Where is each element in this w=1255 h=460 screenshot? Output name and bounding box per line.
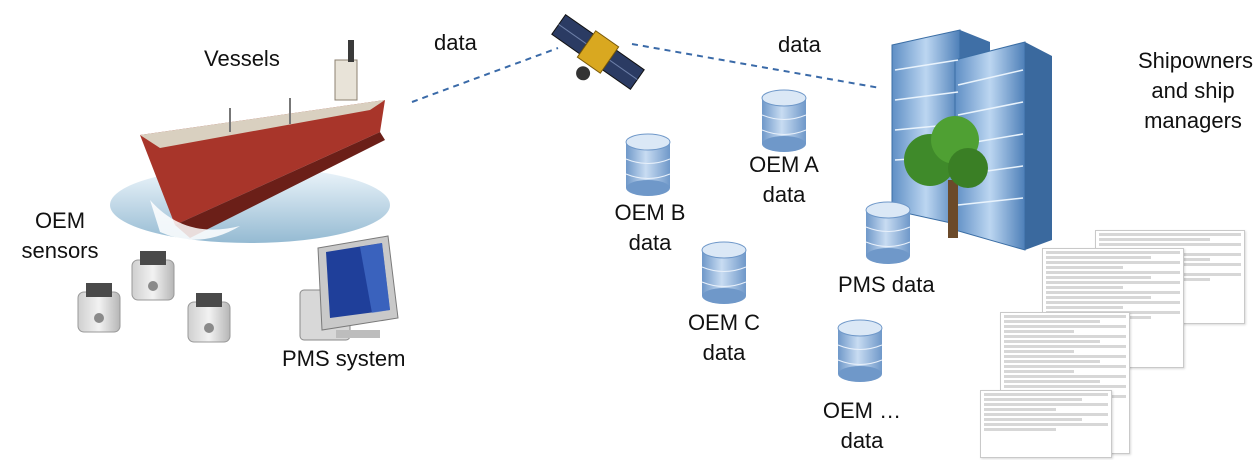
oem-b-line-2: data [628, 230, 672, 255]
database-icon [837, 319, 883, 382]
oem-sensors-line-2: sensors [21, 238, 99, 263]
computer-icon [299, 235, 399, 341]
satellite-icon [551, 13, 645, 91]
data-right-label: data [778, 32, 821, 57]
oem-b-label: OEM B data [604, 200, 696, 256]
data-left-label: data [434, 30, 477, 55]
database-icon [701, 241, 747, 304]
spreadsheet-icon [980, 390, 1112, 458]
vessels-label: Vessels [204, 46, 280, 71]
oem-more-line-2: data [840, 428, 884, 453]
shipowners-line-2: and ship [1151, 78, 1235, 103]
sensor-icon [131, 251, 175, 301]
pms-system-label: PMS system [282, 346, 406, 371]
oem-a-line-1: OEM A [749, 152, 819, 177]
oem-b-line-1: OEM B [614, 200, 686, 225]
oem-a-line-2: data [762, 182, 806, 207]
shipowners-line-1: Shipowners [1138, 48, 1253, 73]
database-icon [625, 133, 671, 196]
oem-sensors-label: OEM sensors [6, 208, 114, 264]
sensor-icon [77, 283, 121, 333]
oem-c-line-2: data [702, 340, 746, 365]
pms-data-label: PMS data [838, 272, 935, 297]
oem-more-line-1: OEM … [822, 398, 902, 423]
oem-c-line-1: OEM C [687, 310, 761, 335]
ship-icon [110, 40, 390, 243]
link-ship-satellite [411, 47, 559, 103]
shipowners-label: Shipowners and ship managers [1138, 48, 1253, 134]
oem-a-label: OEM A data [740, 152, 828, 208]
database-icon [865, 201, 911, 264]
oem-c-label: OEM C data [678, 310, 770, 366]
database-icon [761, 89, 807, 152]
oem-more-label: OEM … data [812, 398, 912, 454]
link-satellite-building [631, 43, 881, 89]
sensor-icon [187, 293, 231, 343]
oem-sensors-line-1: OEM [34, 208, 86, 233]
shipowners-line-3: managers [1144, 108, 1242, 133]
building-icon [891, 29, 1052, 251]
